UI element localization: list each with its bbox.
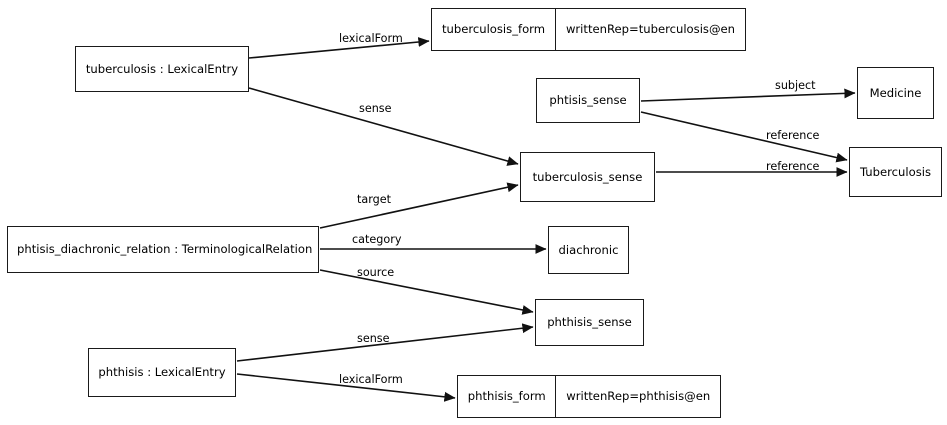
edge-lexicalform-phthisis [236,373,456,402]
node-tuberculosis_entry[interactable]: tuberculosis : LexicalEntry [75,46,249,92]
edge-source-label: source [357,266,395,279]
node-phtisis_diachronic_relation-label: phtisis_diachronic_relation : Terminolog… [17,242,313,257]
edge-sense-phthisis [236,323,534,362]
edge-sense-tuberculosis-label: sense [359,102,392,115]
node-phthisis_sense[interactable]: phthisis_sense [535,299,644,346]
node-phtisis_sense[interactable]: phtisis_sense [536,78,640,123]
edge-subject [640,88,856,102]
edge-target-label: target [357,193,392,206]
node-diachronic-label: diachronic [558,242,619,257]
node-diachronic[interactable]: diachronic [548,226,629,274]
node-phthisis_form[interactable]: phthisis_form writtenRep=phthisis@en [457,375,721,418]
node-phthisis_form-attribute: writtenRep=phthisis@en [555,376,720,417]
node-tuberculosis_form[interactable]: tuberculosis_form writtenRep=tuberculosis… [431,8,746,51]
edge-lexicalform-phthisis-label: lexicalForm [339,373,403,386]
node-tuberculosis_sense[interactable]: tuberculosis_sense [520,152,655,202]
node-tuberculosis_form-label: tuberculosis_form [441,22,546,37]
node-medicine[interactable]: Medicine [857,67,934,119]
node-phthisis_entry[interactable]: phthisis : LexicalEntry [88,348,236,397]
edge-subject-label: subject [775,79,816,92]
node-tuberculosis_concept[interactable]: Tuberculosis [849,147,942,197]
node-phtisis_diachronic_relation[interactable]: phtisis_diachronic_relation : Terminolog… [7,226,319,273]
edge-lexicalform-tuberculosis-label: lexicalForm [339,32,403,45]
edge-sense-phthisis-label: sense [357,332,390,345]
node-phthisis_entry-label: phthisis : LexicalEntry [98,365,226,380]
edge-reference-phtisis [640,111,848,163]
edge-reference-phtisis-label: reference [766,129,820,142]
edge-reference-tuberculosis-label: reference [766,160,820,173]
node-medicine-label: Medicine [869,85,922,100]
node-phthisis_form-label: phthisis_form [467,389,546,404]
edge-source [319,269,534,315]
node-tuberculosis_entry-label: tuberculosis : LexicalEntry [85,61,239,76]
edge-sense-tuberculosis [248,87,519,166]
node-tuberculosis_concept-label: Tuberculosis [859,164,931,179]
node-tuberculosis_form-attribute: writtenRep=tuberculosis@en [554,9,745,50]
edge-lexicalform-tuberculosis [248,37,430,59]
edge-category-label: category [352,233,402,246]
node-phtisis_sense-label: phtisis_sense [549,93,627,108]
node-tuberculosis_sense-label: tuberculosis_sense [532,169,643,184]
node-phthisis_sense-label: phthisis_sense [547,315,632,330]
edge-target [319,182,519,229]
